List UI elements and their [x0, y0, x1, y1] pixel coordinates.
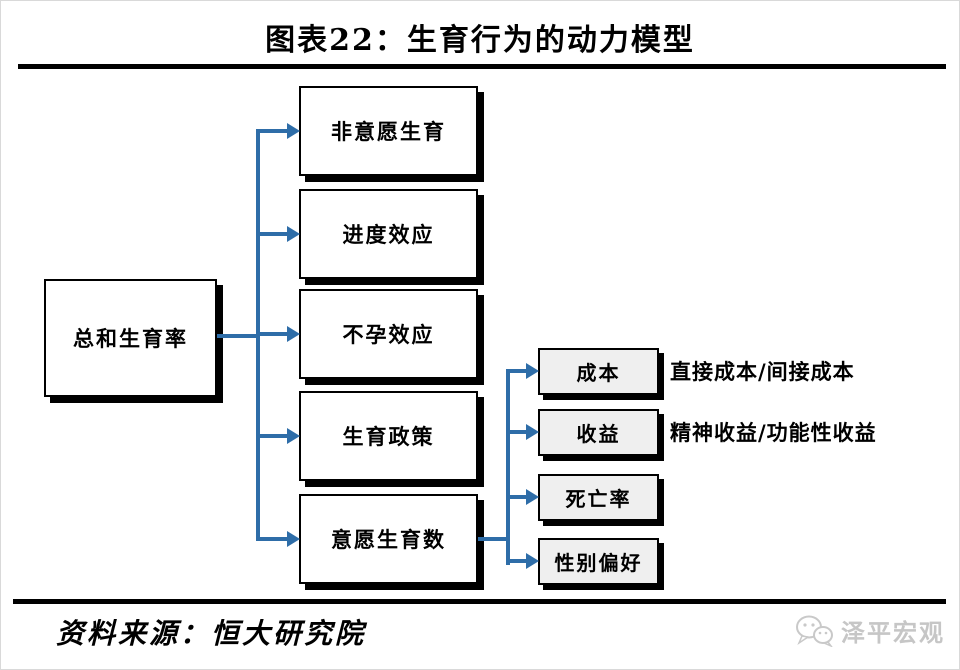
arrow-icon	[526, 363, 539, 379]
watermark: 泽平宏观	[795, 613, 945, 648]
arrow-icon	[287, 531, 300, 547]
box-label: 不孕效应	[342, 322, 435, 347]
box-label: 收益	[576, 422, 621, 446]
box-fertility-policy: 生育政策	[299, 391, 478, 481]
arrow-icon	[287, 226, 300, 242]
box-label: 意愿生育数	[331, 527, 446, 552]
arrow-icon	[287, 428, 300, 444]
connector-branch-2	[256, 232, 288, 236]
box-total-fertility-rate: 总和生育率	[44, 279, 217, 397]
box-label: 死亡率	[565, 487, 632, 511]
arrow-icon	[287, 326, 300, 342]
connector-branch-3	[256, 332, 288, 336]
box-mortality-rate: 死亡率	[538, 474, 659, 521]
box-label: 成本	[576, 361, 621, 385]
figure-title: 图表22：生育行为的动力模型	[265, 23, 695, 58]
connector-sub-2	[506, 430, 528, 434]
connector-branch-4	[256, 434, 288, 438]
title-divider	[18, 64, 946, 69]
arrow-icon	[526, 424, 539, 440]
connector-sub-4	[506, 559, 528, 563]
box-tempo-effect: 进度效应	[299, 189, 478, 279]
box-benefit: 收益	[538, 409, 659, 456]
box-label: 进度效应	[342, 222, 435, 247]
arrow-icon	[526, 553, 539, 569]
note-benefit-types: 精神收益/功能性收益	[670, 420, 877, 445]
source-text: 资料来源：恒大研究院	[56, 617, 367, 650]
chat-bubbles-icon	[796, 615, 833, 647]
box-label: 总和生育率	[73, 326, 188, 351]
box-gender-preference: 性别偏好	[538, 538, 659, 585]
box-desired-births: 意愿生育数	[299, 494, 478, 584]
box-label: 生育政策	[342, 424, 435, 449]
box-unintended-birth: 非意愿生育	[299, 86, 478, 176]
connector-branch-1	[256, 129, 288, 133]
arrow-icon	[526, 489, 539, 505]
source-divider	[13, 599, 946, 604]
box-label: 非意愿生育	[331, 119, 446, 144]
watermark-text: 泽平宏观	[841, 618, 945, 647]
note-cost-types: 直接成本/间接成本	[670, 359, 855, 384]
connector-desired-feed	[478, 537, 508, 541]
connector-right-spine	[506, 369, 510, 565]
connector-sub-1	[506, 369, 528, 373]
connector-sub-3	[506, 495, 528, 499]
connector-root-feed	[217, 334, 258, 338]
box-cost: 成本	[538, 348, 659, 395]
box-infertility-effect: 不孕效应	[299, 289, 478, 379]
connector-branch-5	[256, 537, 288, 541]
box-label: 性别偏好	[554, 551, 643, 575]
arrow-icon	[287, 123, 300, 139]
